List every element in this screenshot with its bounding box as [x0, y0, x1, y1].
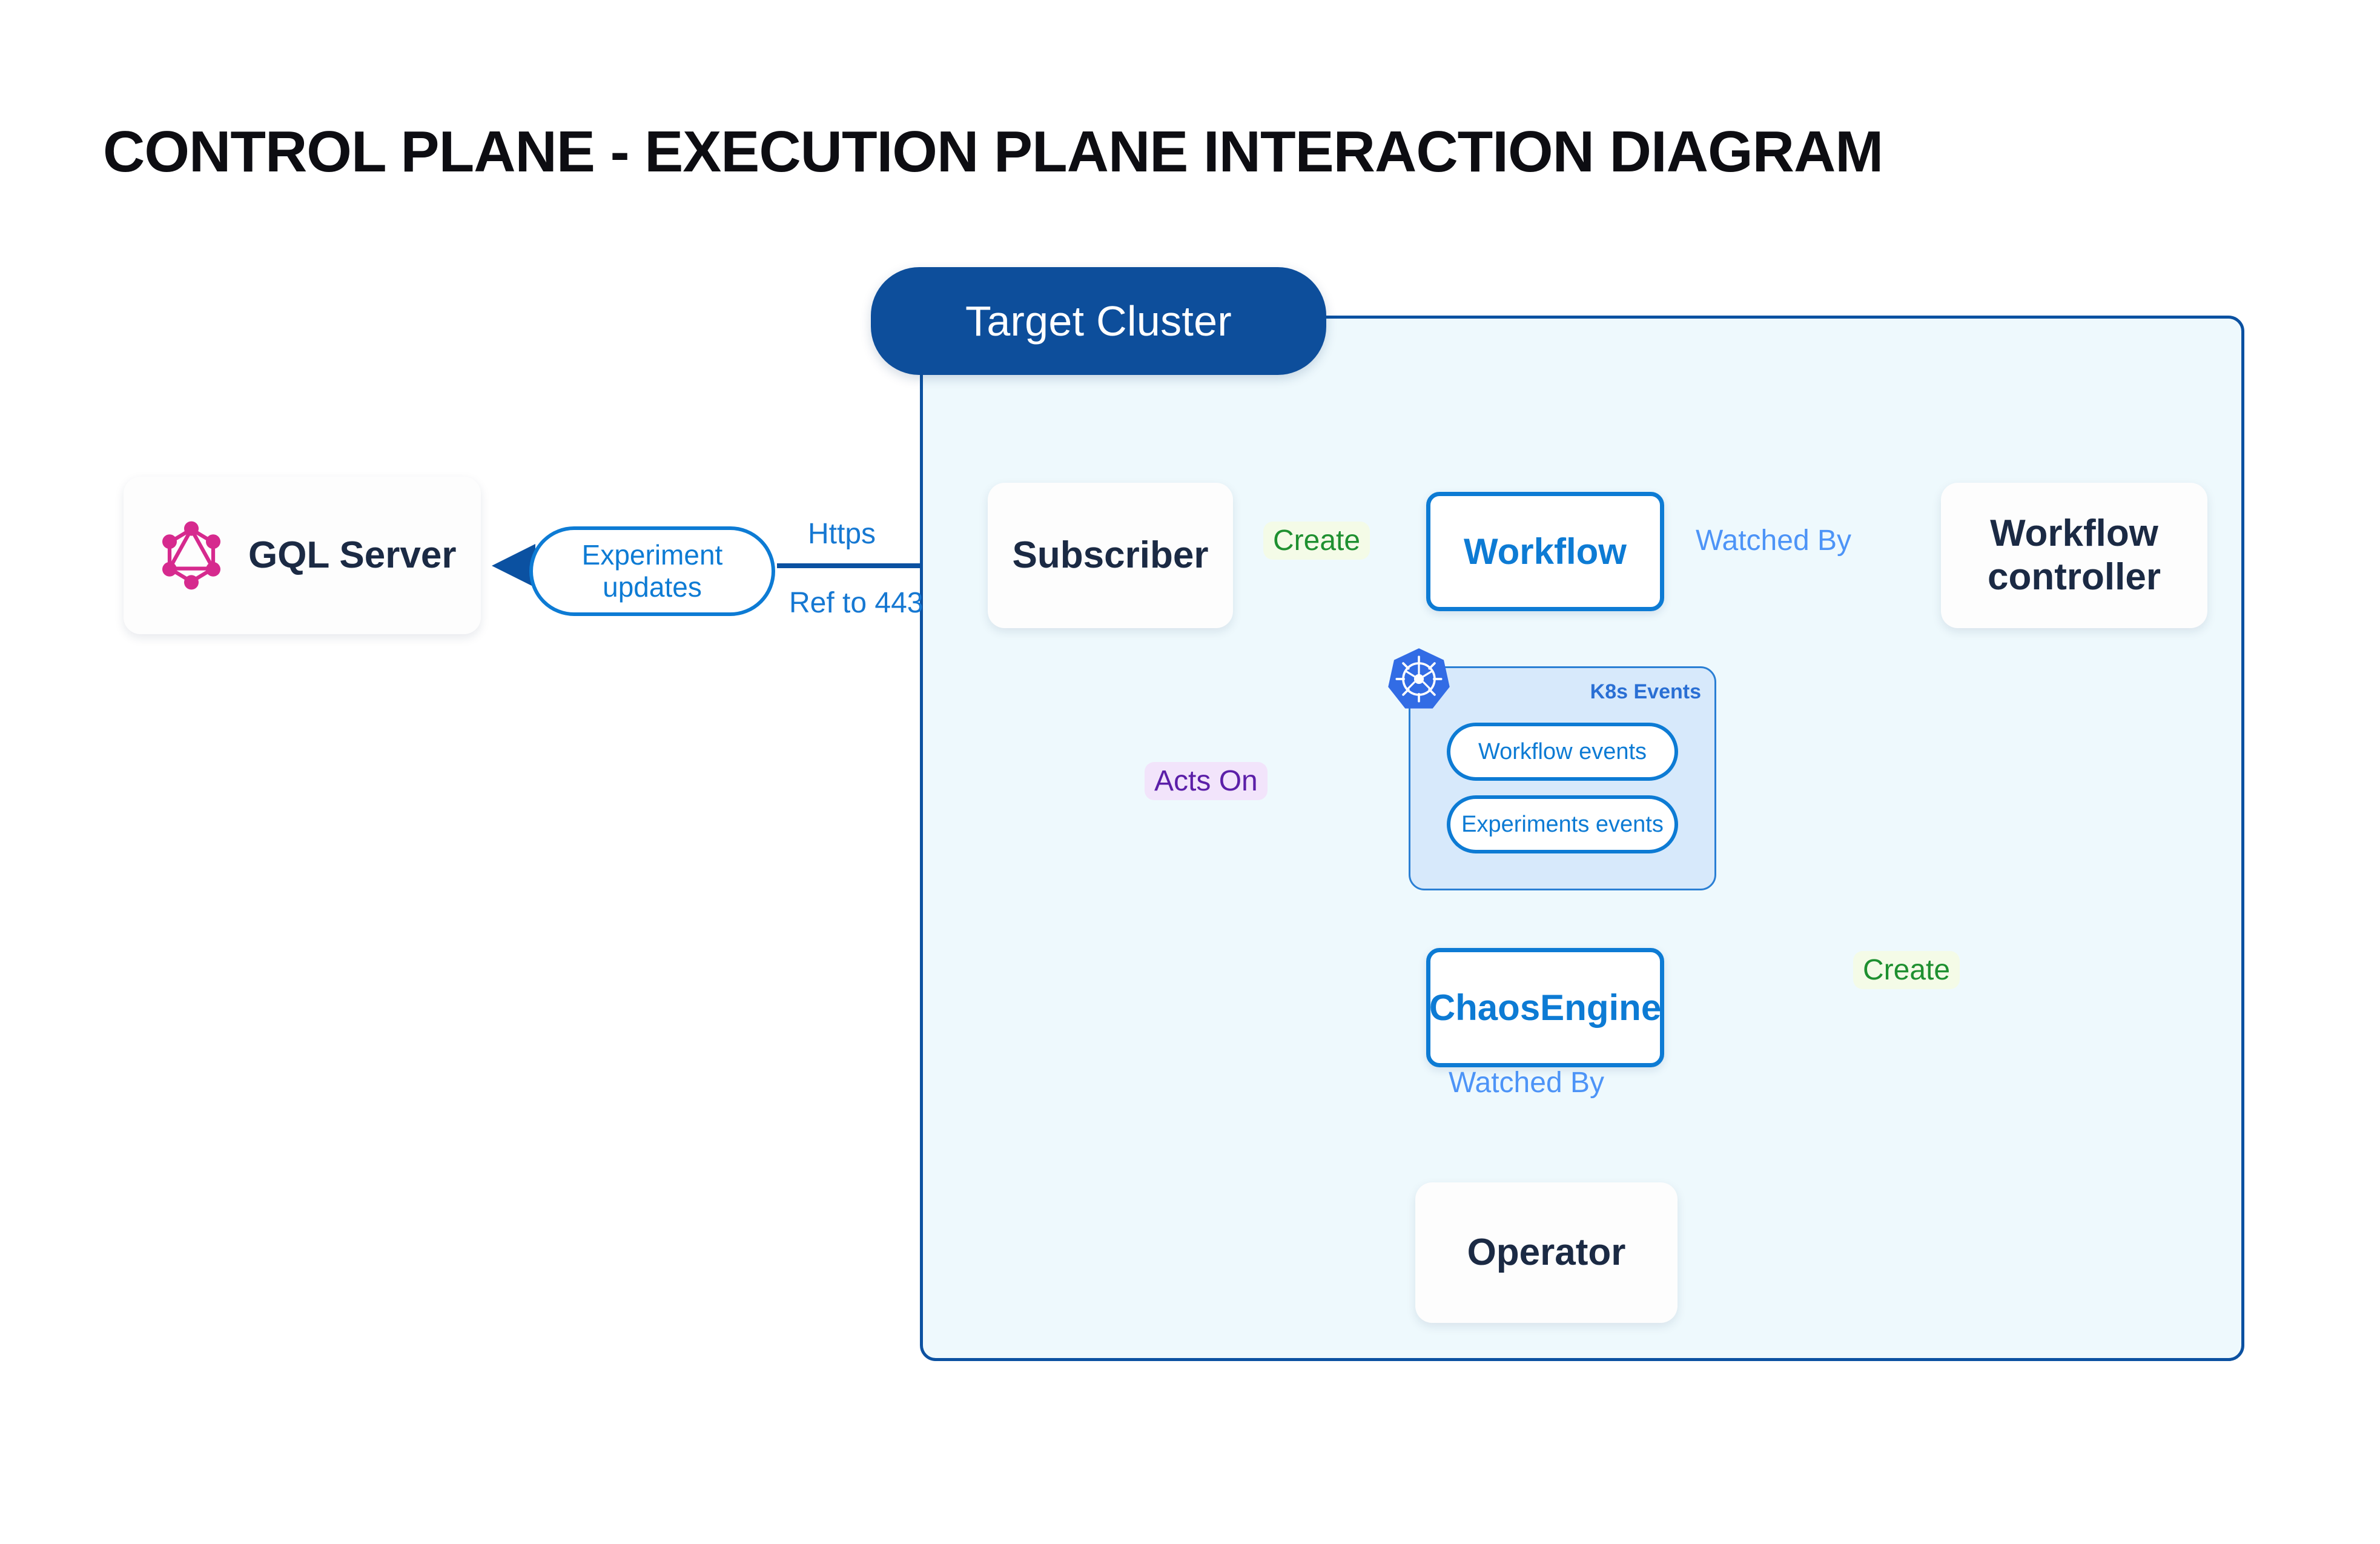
edge-label-ref-to-443: Ref to 443	[789, 587, 924, 619]
edge-label-watched-by-operator: Watched By	[1449, 1067, 1604, 1099]
edge-label-https: Https	[808, 518, 876, 550]
node-workflow-controller[interactable]: Workflow controller	[1941, 483, 2207, 628]
node-workflow[interactable]: Workflow	[1426, 492, 1664, 611]
k8s-events-group-title: K8s Events	[1590, 680, 1701, 703]
graphql-logo-icon	[155, 519, 228, 592]
k8s-event-workflow-events[interactable]: Workflow events	[1447, 723, 1678, 781]
node-operator[interactable]: Operator	[1415, 1182, 1678, 1323]
node-gql-server[interactable]: GQL Server	[124, 477, 481, 634]
kubernetes-logo-icon	[1386, 646, 1452, 712]
edge-label-experiment-updates-text: Experiment updates	[581, 539, 723, 603]
node-workflow-label: Workflow	[1464, 531, 1627, 572]
page-title: CONTROL PLANE - EXECUTION PLANE INTERACT…	[103, 119, 1883, 184]
node-workflow-controller-label: Workflow controller	[1988, 512, 2161, 598]
edge-label-acts-on: Acts On	[1145, 762, 1268, 800]
edge-label-create-subscriber-workflow: Create	[1263, 522, 1370, 560]
node-chaosengine-label: ChaosEngine	[1429, 987, 1662, 1028]
node-chaosengine[interactable]: ChaosEngine	[1426, 948, 1664, 1067]
k8s-event-experiments-events[interactable]: Experiments events	[1447, 795, 1678, 853]
node-gql-server-label: GQL Server	[248, 534, 457, 577]
node-subscriber-label: Subscriber	[1012, 534, 1209, 577]
k8s-events-group: K8s Events Workflow events Experiments e…	[1388, 648, 1716, 890]
edge-label-create-controller-chaosengine: Create	[1853, 951, 1960, 989]
edge-label-experiment-updates: Experiment updates	[529, 526, 775, 616]
k8s-event-experiments-events-label: Experiments events	[1461, 811, 1664, 837]
k8s-event-workflow-events-label: Workflow events	[1478, 738, 1647, 764]
node-operator-label: Operator	[1467, 1231, 1626, 1274]
edge-label-watched-by-workflow-controller: Watched By	[1696, 525, 1851, 557]
node-subscriber[interactable]: Subscriber	[988, 483, 1233, 628]
target-cluster-badge: Target Cluster	[871, 267, 1326, 375]
